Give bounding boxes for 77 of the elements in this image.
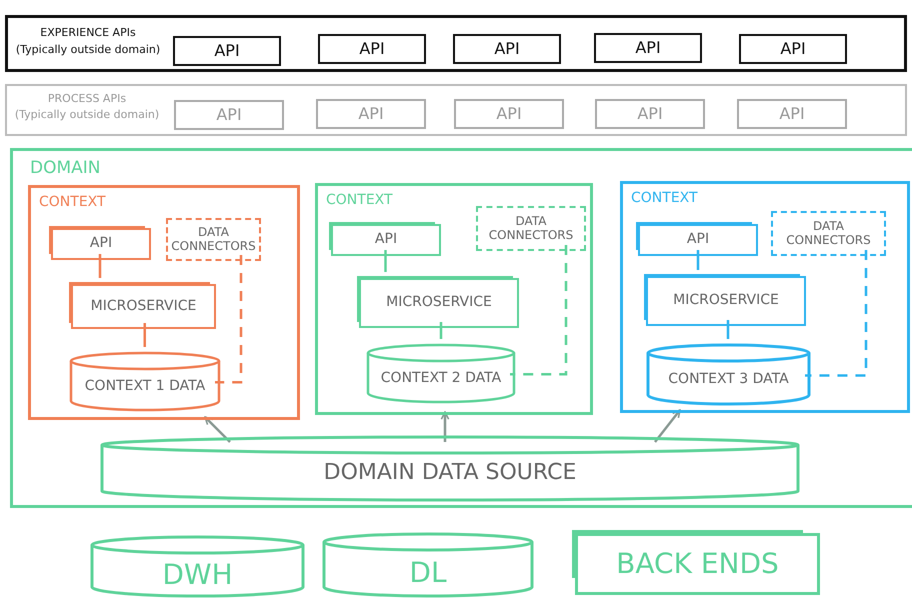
node-label: API [359,40,385,58]
node-label: API [358,105,384,123]
connector-line [144,323,146,347]
context-panel [315,183,593,415]
node-label: DATA CONNECTORS [488,215,574,242]
layer-title: EXPERIENCE APIs [39,26,137,39]
node-label: API [635,39,661,57]
node-label: MICROSERVICE [90,298,196,314]
connector-line [440,322,442,339]
connector-line [805,250,868,377]
node-label: API [214,42,240,60]
context-title: CONTEXT [631,190,698,206]
back-ends-box [575,533,820,595]
context-title: CONTEXT [326,192,393,208]
data-source-cylinder [100,435,800,501]
node-label: API [494,40,520,58]
data-store-cylinder [90,535,305,597]
connector-line [696,250,700,270]
connector-line [726,320,730,339]
node-label: DWH [162,560,233,590]
service-box [331,224,441,256]
arrow [654,409,681,443]
node-label: CONTEXT 1 DATA [84,379,206,395]
service-box [359,278,519,328]
api-box [173,36,281,66]
api-box [739,34,847,64]
connector-line [98,254,102,278]
node-label: CONTEXT 3 DATA [668,372,789,388]
node-label: API [779,105,805,123]
node-label: DATA CONNECTORS [785,220,872,247]
domain-panel [10,148,912,508]
node-label: DL [409,558,447,589]
service-box [71,284,216,329]
node-label: BACK ENDS [616,548,779,580]
data-connectors-box [771,211,886,256]
node-label: API [637,105,663,123]
database-cylinder [69,351,221,411]
node-label: API [374,232,398,248]
node-label: API [686,232,710,248]
context-panel [620,181,910,413]
service-box [646,276,806,326]
api-box [594,33,702,63]
node-label: MICROSERVICE [673,293,779,309]
node-label: API [780,40,806,58]
api-box [174,100,284,130]
layer-title: PROCESS APIs [46,92,128,105]
service-box [51,228,151,260]
arrow [440,411,450,442]
node-label: DATA CONNECTORS [170,226,257,253]
node-label: MICROSERVICE [386,295,492,311]
layer-subtitle: (Typically outside domain) [14,43,162,56]
node-label: DOMAIN DATA SOURCE [324,460,576,486]
context-title: CONTEXT [39,194,106,210]
database-cylinder [366,343,516,403]
data-connectors-box [476,206,586,251]
domain-title: DOMAIN [30,158,100,178]
data-store-cylinder [322,532,534,597]
node-label: CONTEXT 2 DATA [380,371,502,387]
node-label: API [216,106,242,124]
api-box [316,99,426,129]
connector-line [384,250,387,272]
node-label: API [90,236,112,252]
data-connectors-box [166,218,261,261]
connector-line [510,245,568,376]
api-box [454,99,564,129]
database-cylinder [646,343,811,405]
api-box [453,34,561,64]
api-box [318,34,426,64]
api-layer-band [5,84,907,136]
layer-subtitle: (Typically outside domain) [14,108,160,121]
service-box [638,224,758,256]
node-label: API [496,105,522,123]
api-layer-band [5,15,907,72]
api-box [595,99,705,129]
connector-line [215,255,242,384]
context-panel [28,185,300,420]
api-box [737,99,847,129]
